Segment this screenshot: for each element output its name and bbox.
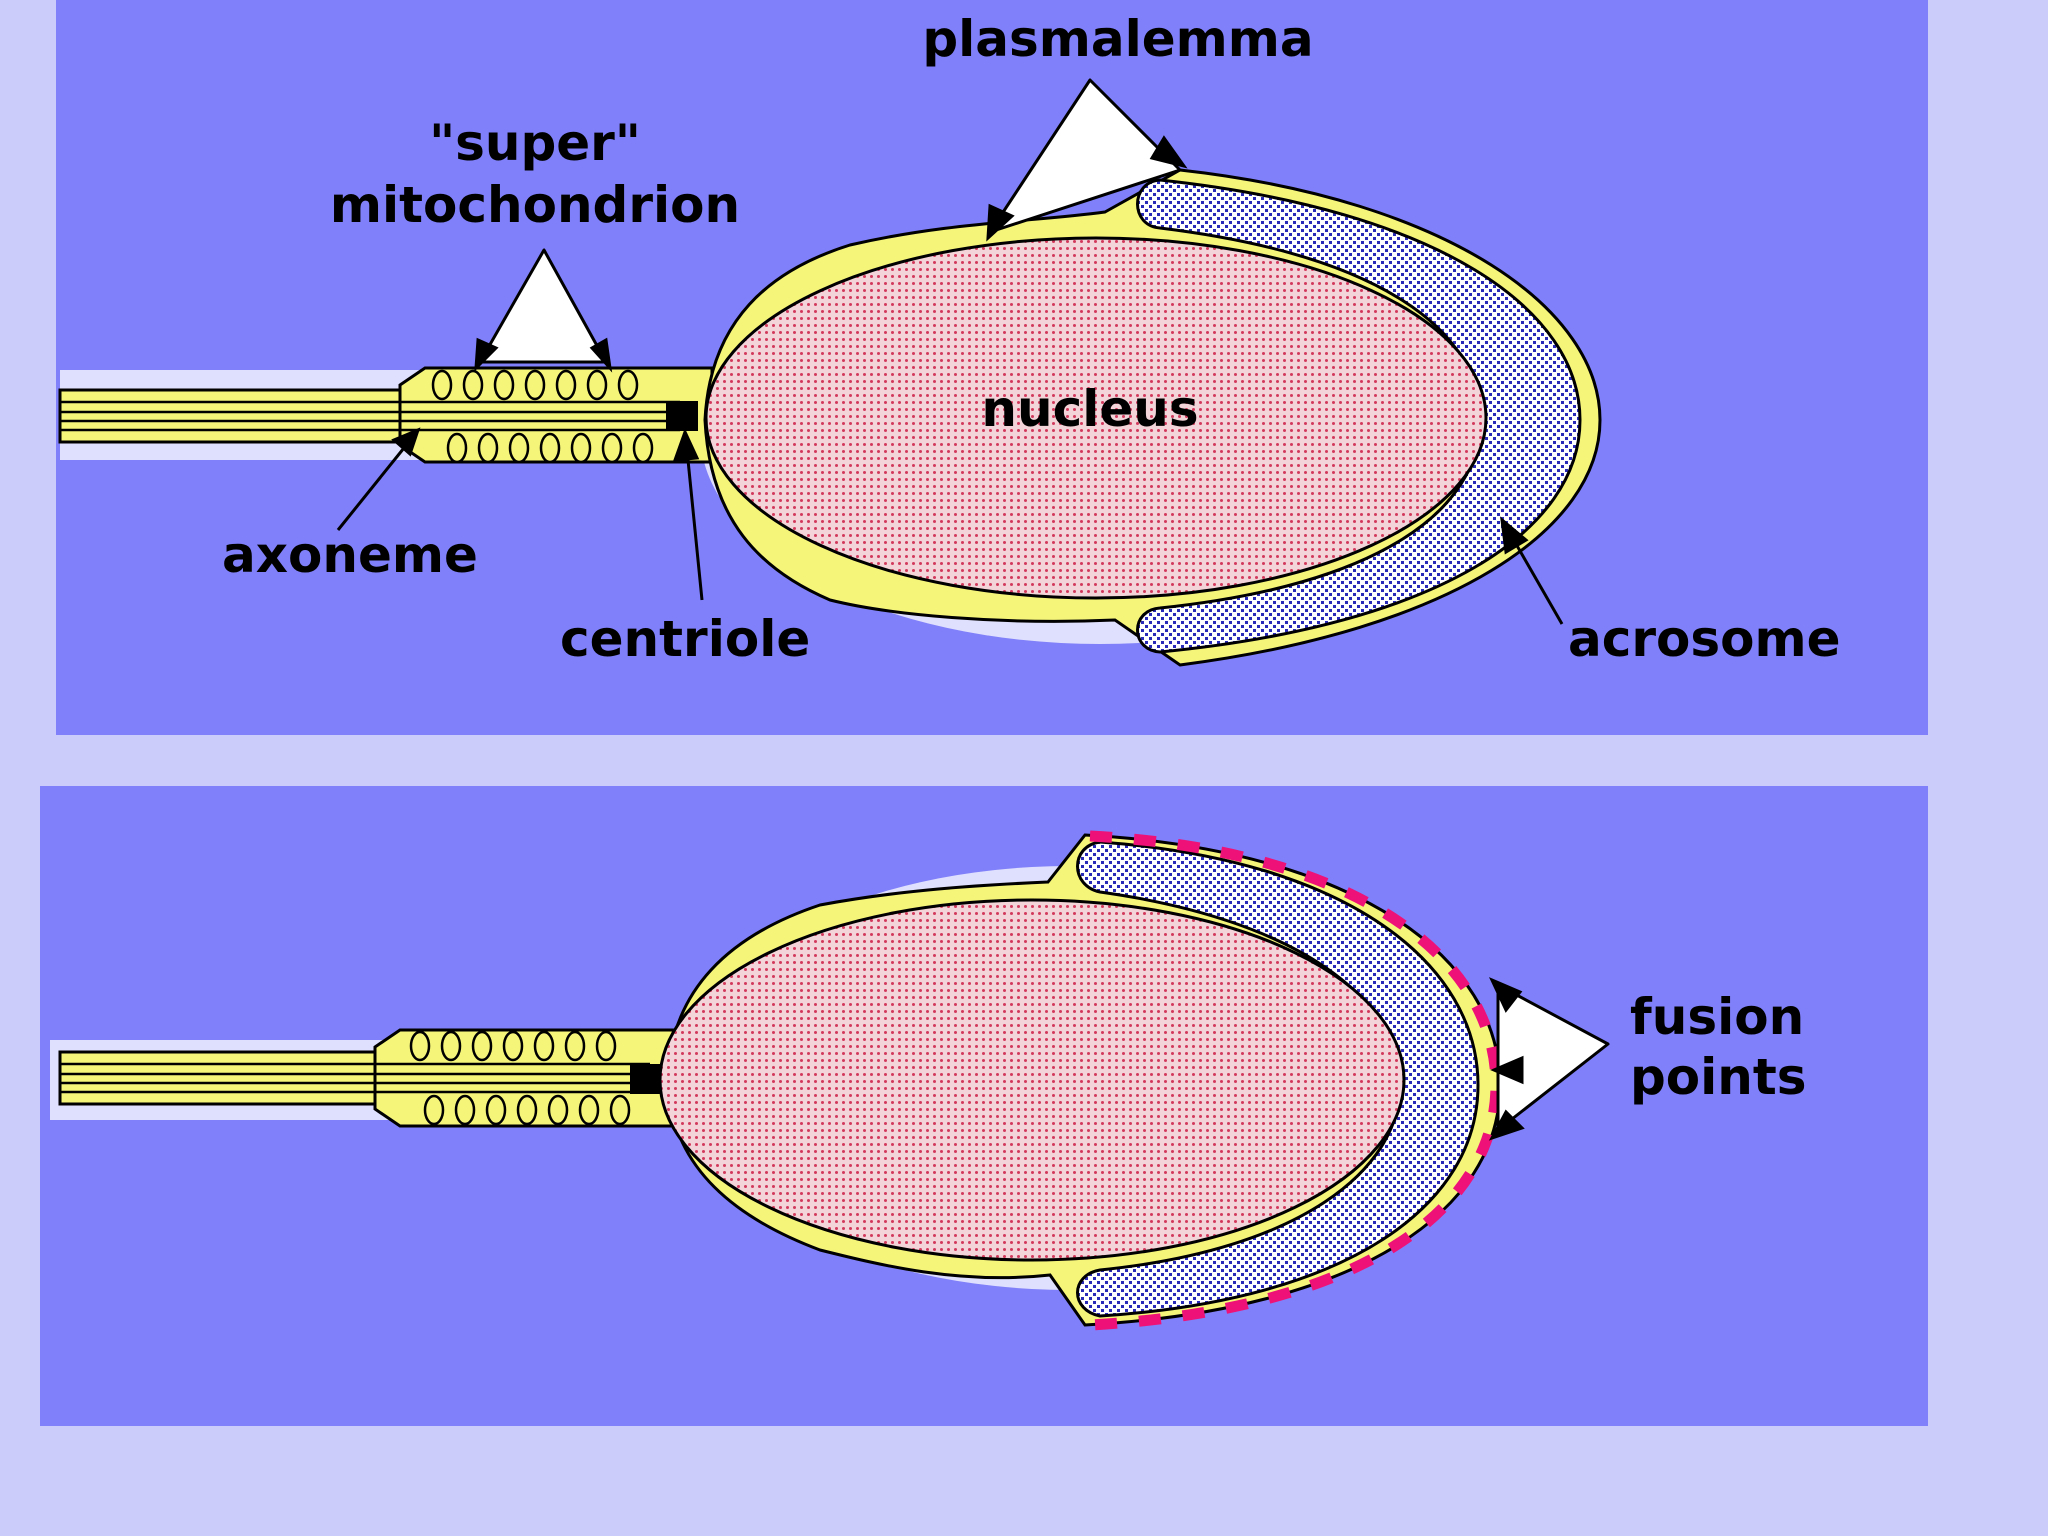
centriole-label: centriole	[560, 610, 810, 668]
plasmalemma-label: plasmalemma	[922, 10, 1313, 68]
plasmalemma-pointer	[988, 78, 1182, 234]
axoneme-label: axoneme	[222, 526, 478, 584]
bottom-mitochondria-row-upper	[409, 1030, 617, 1062]
bottom-fusion-dashes	[1089, 830, 1502, 1331]
top-head	[703, 168, 1602, 667]
fusion-arrowhead-middle	[1490, 1055, 1524, 1085]
bottom-midpiece	[373, 1028, 682, 1128]
top-acrosome-shape	[1136, 178, 1582, 654]
fusion-arrowhead-upper	[1488, 977, 1523, 1013]
bottom-head	[658, 830, 1502, 1331]
acrosome-arrowhead	[1500, 516, 1529, 555]
mitochondrion-pointer	[478, 248, 608, 364]
super-label: "super"	[429, 114, 641, 172]
plasmalemma-arrowhead-right	[1149, 135, 1188, 169]
plasmalemma-arrowhead-left	[986, 203, 1015, 242]
points-label: points	[1630, 1048, 1807, 1106]
fusion-pointer	[1488, 977, 1610, 1141]
bottom-centriole-block	[630, 1064, 662, 1094]
mitochondrion-label: mitochondrion	[330, 176, 740, 234]
mitochondrion-arrowhead-right	[589, 337, 613, 373]
top-nucleus-shape	[704, 236, 1488, 600]
acrosome-label: acrosome	[1568, 610, 1841, 668]
fusion-label: fusion	[1630, 988, 1804, 1046]
top-centriole-block	[666, 401, 698, 431]
top-midpiece	[398, 366, 714, 464]
bottom-mitochondria-row-lower	[423, 1094, 631, 1126]
axoneme-pointer-line	[336, 437, 414, 531]
fusion-pointer-wedge	[1496, 983, 1610, 1132]
top-mitochondria-row-lower	[446, 432, 654, 464]
axoneme-arrowhead	[391, 427, 421, 457]
top-panel: plasmalemma "super" mitochondrion nucleu…	[56, 0, 1928, 735]
top-mitochondria-row-upper	[431, 369, 639, 401]
bottom-nucleus-shape	[658, 898, 1406, 1262]
centriole-arrowhead	[672, 428, 700, 462]
nucleus-label: nucleus	[981, 380, 1198, 438]
bottom-panel: fusion points	[40, 786, 1928, 1426]
centriole-pointer-line	[684, 439, 704, 601]
fusion-arrowhead-lower	[1488, 1109, 1525, 1141]
mitochondrion-arrowhead-left	[474, 337, 499, 372]
top-pointers	[336, 78, 1564, 625]
bottom-acrosome-shape	[1076, 840, 1480, 1318]
